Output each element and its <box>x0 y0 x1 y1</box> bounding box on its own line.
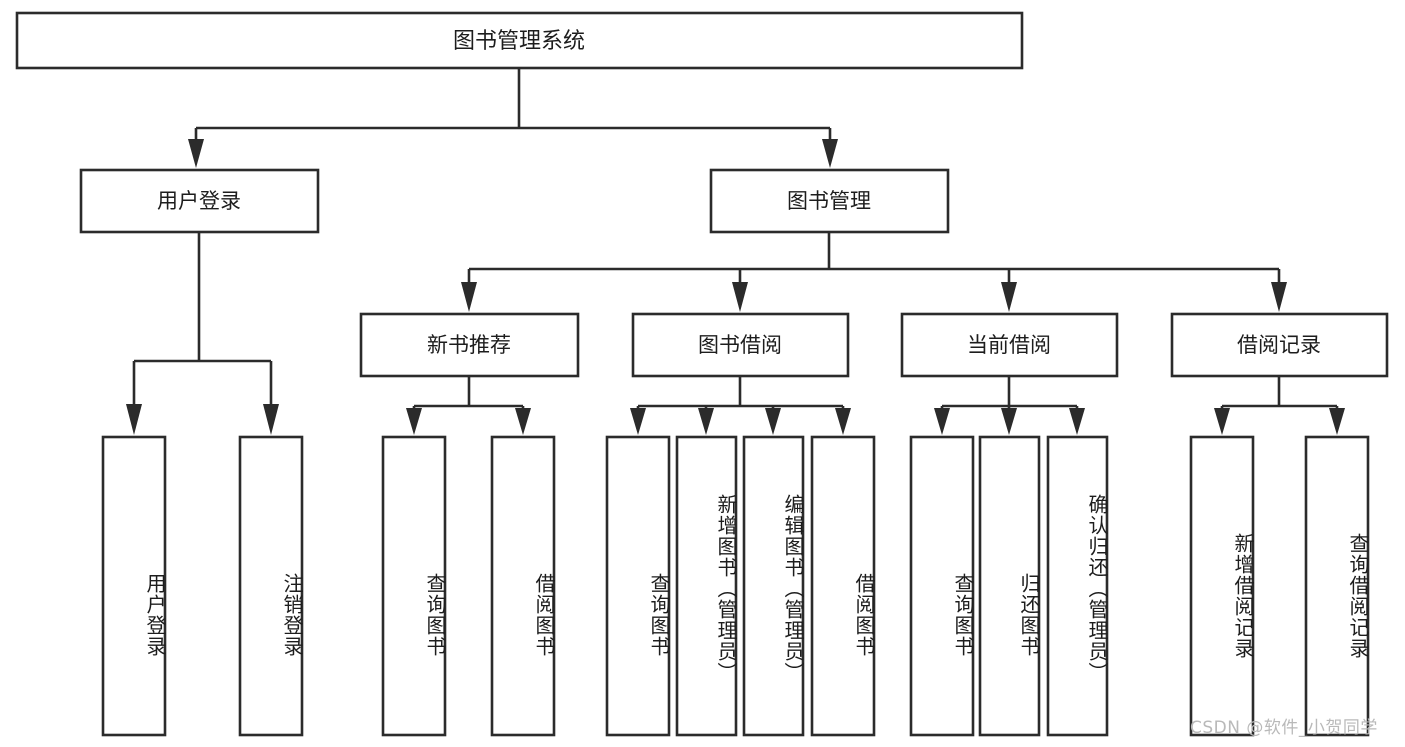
node-current-borrow[interactable]: 当前借阅 <box>900 312 1119 378</box>
leaf-box-br-1[interactable] <box>1189 435 1255 737</box>
leaf-box-cb-1[interactable] <box>909 435 975 737</box>
leaf-box-bb-1[interactable] <box>605 435 671 737</box>
arrow-leaf-bb-4 <box>835 408 851 435</box>
node-book-borrow-label: 图书借阅 <box>698 333 782 357</box>
node-borrow-record[interactable]: 借阅记录 <box>1170 312 1389 378</box>
arrow-leaf-cb-1 <box>934 408 950 435</box>
leaf-box-cb-3[interactable] <box>1046 435 1109 737</box>
node-root-box[interactable] <box>15 11 1024 70</box>
leaf-box-bb-2[interactable] <box>675 435 738 737</box>
arrow-leaf-cb-3 <box>1069 408 1085 435</box>
leaf-box-user-login-1[interactable] <box>101 435 167 737</box>
arrow-to-book-mgmt <box>822 139 838 168</box>
leaf-box-nbr-2[interactable] <box>490 435 556 737</box>
node-new-book-recommend[interactable]: 新书推荐 <box>359 312 580 378</box>
arrow-leaf-user-login-1 <box>126 404 142 435</box>
arrow-leaf-nbr-2 <box>515 408 531 435</box>
node-new-book-recommend-label: 新书推荐 <box>427 333 511 357</box>
arrow-leaf-cb-2 <box>1001 408 1017 435</box>
leaf-box-bb-3[interactable] <box>742 435 805 737</box>
node-book-management-label: 图书管理 <box>787 189 871 213</box>
node-book-management-box[interactable] <box>709 168 950 234</box>
arrow-leaf-bb-2 <box>698 408 714 435</box>
leaf-box-br-2[interactable] <box>1304 435 1370 737</box>
arrow-to-book-borrow <box>732 282 748 312</box>
leaf-box-user-login-2[interactable] <box>238 435 304 737</box>
node-current-borrow-box[interactable] <box>900 312 1119 378</box>
leaf-box-nbr-1[interactable] <box>381 435 447 737</box>
node-user-login-label: 用户登录 <box>157 189 241 213</box>
arrow-to-user-login <box>188 139 204 168</box>
arrow-to-borrow-record <box>1271 282 1287 312</box>
leaf-box-cb-2[interactable] <box>978 435 1041 737</box>
node-borrow-record-box[interactable] <box>1170 312 1389 378</box>
arrow-leaf-br-1 <box>1214 408 1230 435</box>
node-current-borrow-label: 当前借阅 <box>967 333 1051 357</box>
node-user-login[interactable]: 用户登录 <box>79 168 320 234</box>
node-book-borrow[interactable]: 图书借阅 <box>631 312 850 378</box>
arrow-to-new-book-recommend <box>461 282 477 312</box>
arrow-leaf-bb-3 <box>765 408 781 435</box>
arrow-to-current-borrow <box>1001 282 1017 312</box>
arrow-leaf-nbr-1 <box>406 408 422 435</box>
arrow-leaf-user-login-2 <box>263 404 279 435</box>
leaf-box-bb-4[interactable] <box>810 435 876 737</box>
arrow-leaf-bb-1 <box>630 408 646 435</box>
node-book-management[interactable]: 图书管理 <box>709 168 950 234</box>
node-root-label: 图书管理系统 <box>453 29 585 54</box>
node-book-borrow-box[interactable] <box>631 312 850 378</box>
node-root[interactable]: 图书管理系统 <box>15 11 1024 70</box>
node-borrow-record-label: 借阅记录 <box>1237 333 1321 357</box>
csdn-watermark: CSDN @软件_小贺同学 <box>1190 718 1378 738</box>
node-new-book-recommend-box[interactable] <box>359 312 580 378</box>
arrow-leaf-br-2 <box>1329 408 1345 435</box>
